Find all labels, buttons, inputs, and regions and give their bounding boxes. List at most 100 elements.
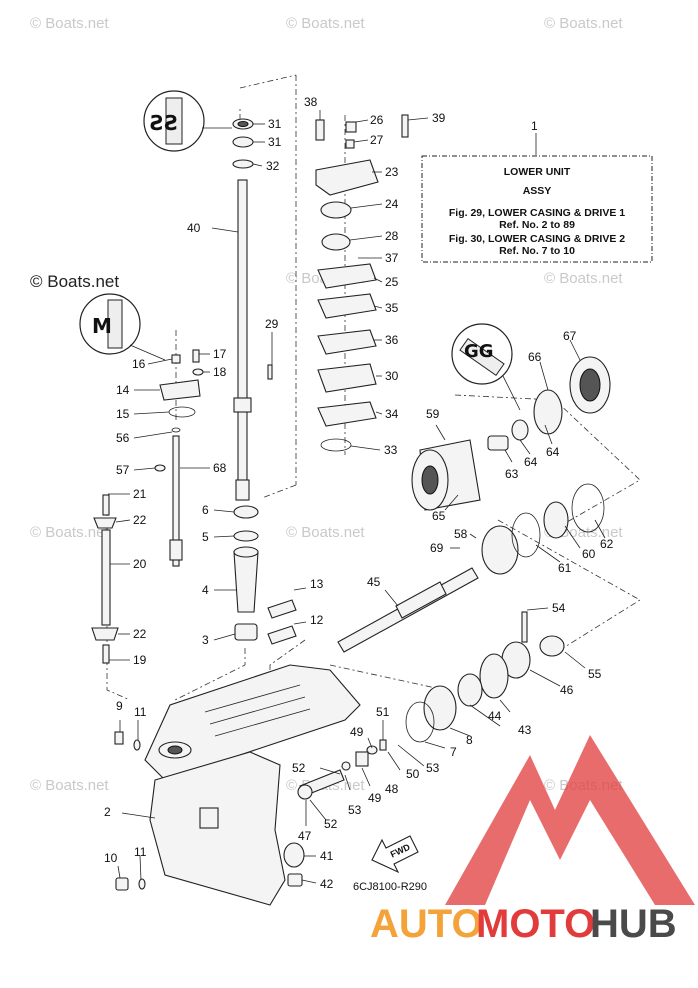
callout-label: 14 (116, 383, 130, 397)
callout-label: 36 (385, 333, 399, 347)
callout-label: 4 (202, 583, 209, 597)
callout-label: 7 (450, 745, 457, 759)
logo-text-hub: HUB (590, 902, 677, 946)
callout-label: 17 (213, 347, 227, 361)
callout-label: 60 (582, 547, 596, 561)
callout-label: 11 (134, 705, 147, 719)
callout-label: 54 (552, 601, 566, 615)
callout-label: 32 (266, 159, 280, 173)
assembly-lines (106, 74, 641, 701)
callout-label: 68 (213, 461, 227, 475)
callout-label: 33 (384, 443, 398, 457)
callout-label: 52 (324, 817, 338, 831)
callout-label: 37 (385, 251, 399, 265)
callout-label: 49 (350, 725, 364, 739)
callout-label: 31 (268, 135, 282, 149)
logo-text-auto: AUTO (370, 902, 483, 946)
callout-label: 43 (518, 723, 532, 737)
callout-label: 35 (385, 301, 399, 315)
fwd-arrow: FWD (371, 835, 419, 874)
info-box: 1 LOWER UNIT ASSY Fig. 29, LOWER CASING … (421, 119, 653, 263)
callout-label: 19 (133, 653, 147, 667)
callout-label: 13 (310, 577, 324, 591)
callout-label: 47 (298, 829, 312, 843)
callout-label: 9 (116, 699, 123, 713)
info-box-fig30: Fig. 30, LOWER CASING & DRIVE 2 (449, 233, 625, 245)
callout-label: 28 (385, 229, 399, 243)
callout-label: 56 (116, 431, 130, 445)
svg-text:GG: GG (464, 341, 494, 362)
info-box-fig29: Fig. 29, LOWER CASING & DRIVE 1 (449, 207, 625, 219)
callout-label: 49 (368, 791, 382, 805)
watermark: © Boats.net (30, 524, 109, 541)
callout-label: 64 (524, 455, 538, 469)
callout-label: 8 (466, 733, 473, 747)
watermark: © Boats.net (286, 524, 365, 541)
callout-label: 45 (367, 575, 381, 589)
callout-label: 27 (370, 133, 384, 147)
callout-label: 38 (304, 95, 318, 109)
callout-label: 64 (546, 445, 560, 459)
callout-label: 16 (132, 357, 146, 371)
callout-label: 2 (104, 805, 111, 819)
reference-code: 6CJ8100-R290 (353, 881, 427, 893)
callout-label: 40 (187, 221, 201, 235)
callout-label: 53 (348, 803, 362, 817)
callout-label: 20 (133, 557, 147, 571)
svg-text:ƧƧ: ƧƧ (150, 111, 179, 135)
svg-text:M: M (92, 314, 112, 338)
callout-label: 53 (426, 761, 440, 775)
callout-label: 52 (292, 761, 306, 775)
callout-label: 61 (558, 561, 572, 575)
callout-label: 55 (588, 667, 602, 681)
callout-label: 50 (406, 767, 420, 781)
callout-label: 21 (133, 487, 147, 501)
callout-label: 3 (202, 633, 209, 647)
info-box-callout: 1 (531, 119, 538, 133)
callout-label: 18 (213, 365, 227, 379)
callout-label: 23 (385, 165, 399, 179)
callout-label: 65 (432, 509, 446, 523)
callout-label: 10 (104, 851, 118, 865)
callout-label: 58 (454, 527, 468, 541)
callout-label: 24 (385, 197, 399, 211)
callout-label: 46 (560, 683, 574, 697)
callout-label: 57 (116, 463, 130, 477)
callout-label: 66 (528, 350, 542, 364)
logo-text-moto: MOTO (476, 902, 595, 946)
callout-label: 22 (133, 627, 147, 641)
callout-label: 5 (202, 530, 209, 544)
callout-label: 69 (430, 541, 444, 555)
tool-detail-circles: ƧƧ M GG (79, 90, 521, 411)
callout-label: 11 (134, 845, 147, 859)
callout-labels: 31 31 32 40 38 26 27 39 23 24 28 37 25 3… (104, 95, 614, 891)
callout-label: 34 (385, 407, 399, 421)
propshaft-gear-assembly (283, 356, 611, 887)
callout-label: 67 (563, 329, 577, 343)
driveshaft-assembly (232, 118, 297, 645)
callout-label: 12 (310, 613, 324, 627)
callout-label: 39 (432, 111, 446, 125)
callout-label: 41 (320, 849, 334, 863)
watermark: © Boats.net (30, 15, 109, 32)
info-box-title: LOWER UNIT (504, 166, 571, 178)
callout-label: 62 (600, 537, 614, 551)
watermark: © Boats.net (544, 270, 623, 287)
callout-label: 30 (385, 369, 399, 383)
watermark-dark: © Boats.net (30, 272, 119, 291)
shift-rod-assembly (91, 349, 204, 664)
callout-label: 59 (426, 407, 440, 421)
info-box-fig30-ref: Ref. No. 7 to 10 (499, 245, 575, 257)
water-pump-stack (315, 114, 409, 452)
info-box-fig29-ref: Ref. No. 2 to 89 (499, 219, 575, 231)
callout-label: 48 (385, 782, 399, 796)
callout-label: 44 (488, 709, 502, 723)
brand-logo: AUTO MOTO HUB (370, 735, 695, 946)
info-box-subtitle: ASSY (523, 185, 552, 197)
callout-label: 31 (268, 117, 282, 131)
callout-label: 29 (265, 317, 279, 331)
watermark: © Boats.net (286, 15, 365, 32)
callout-label: 42 (320, 877, 334, 891)
callout-label: 6 (202, 503, 209, 517)
